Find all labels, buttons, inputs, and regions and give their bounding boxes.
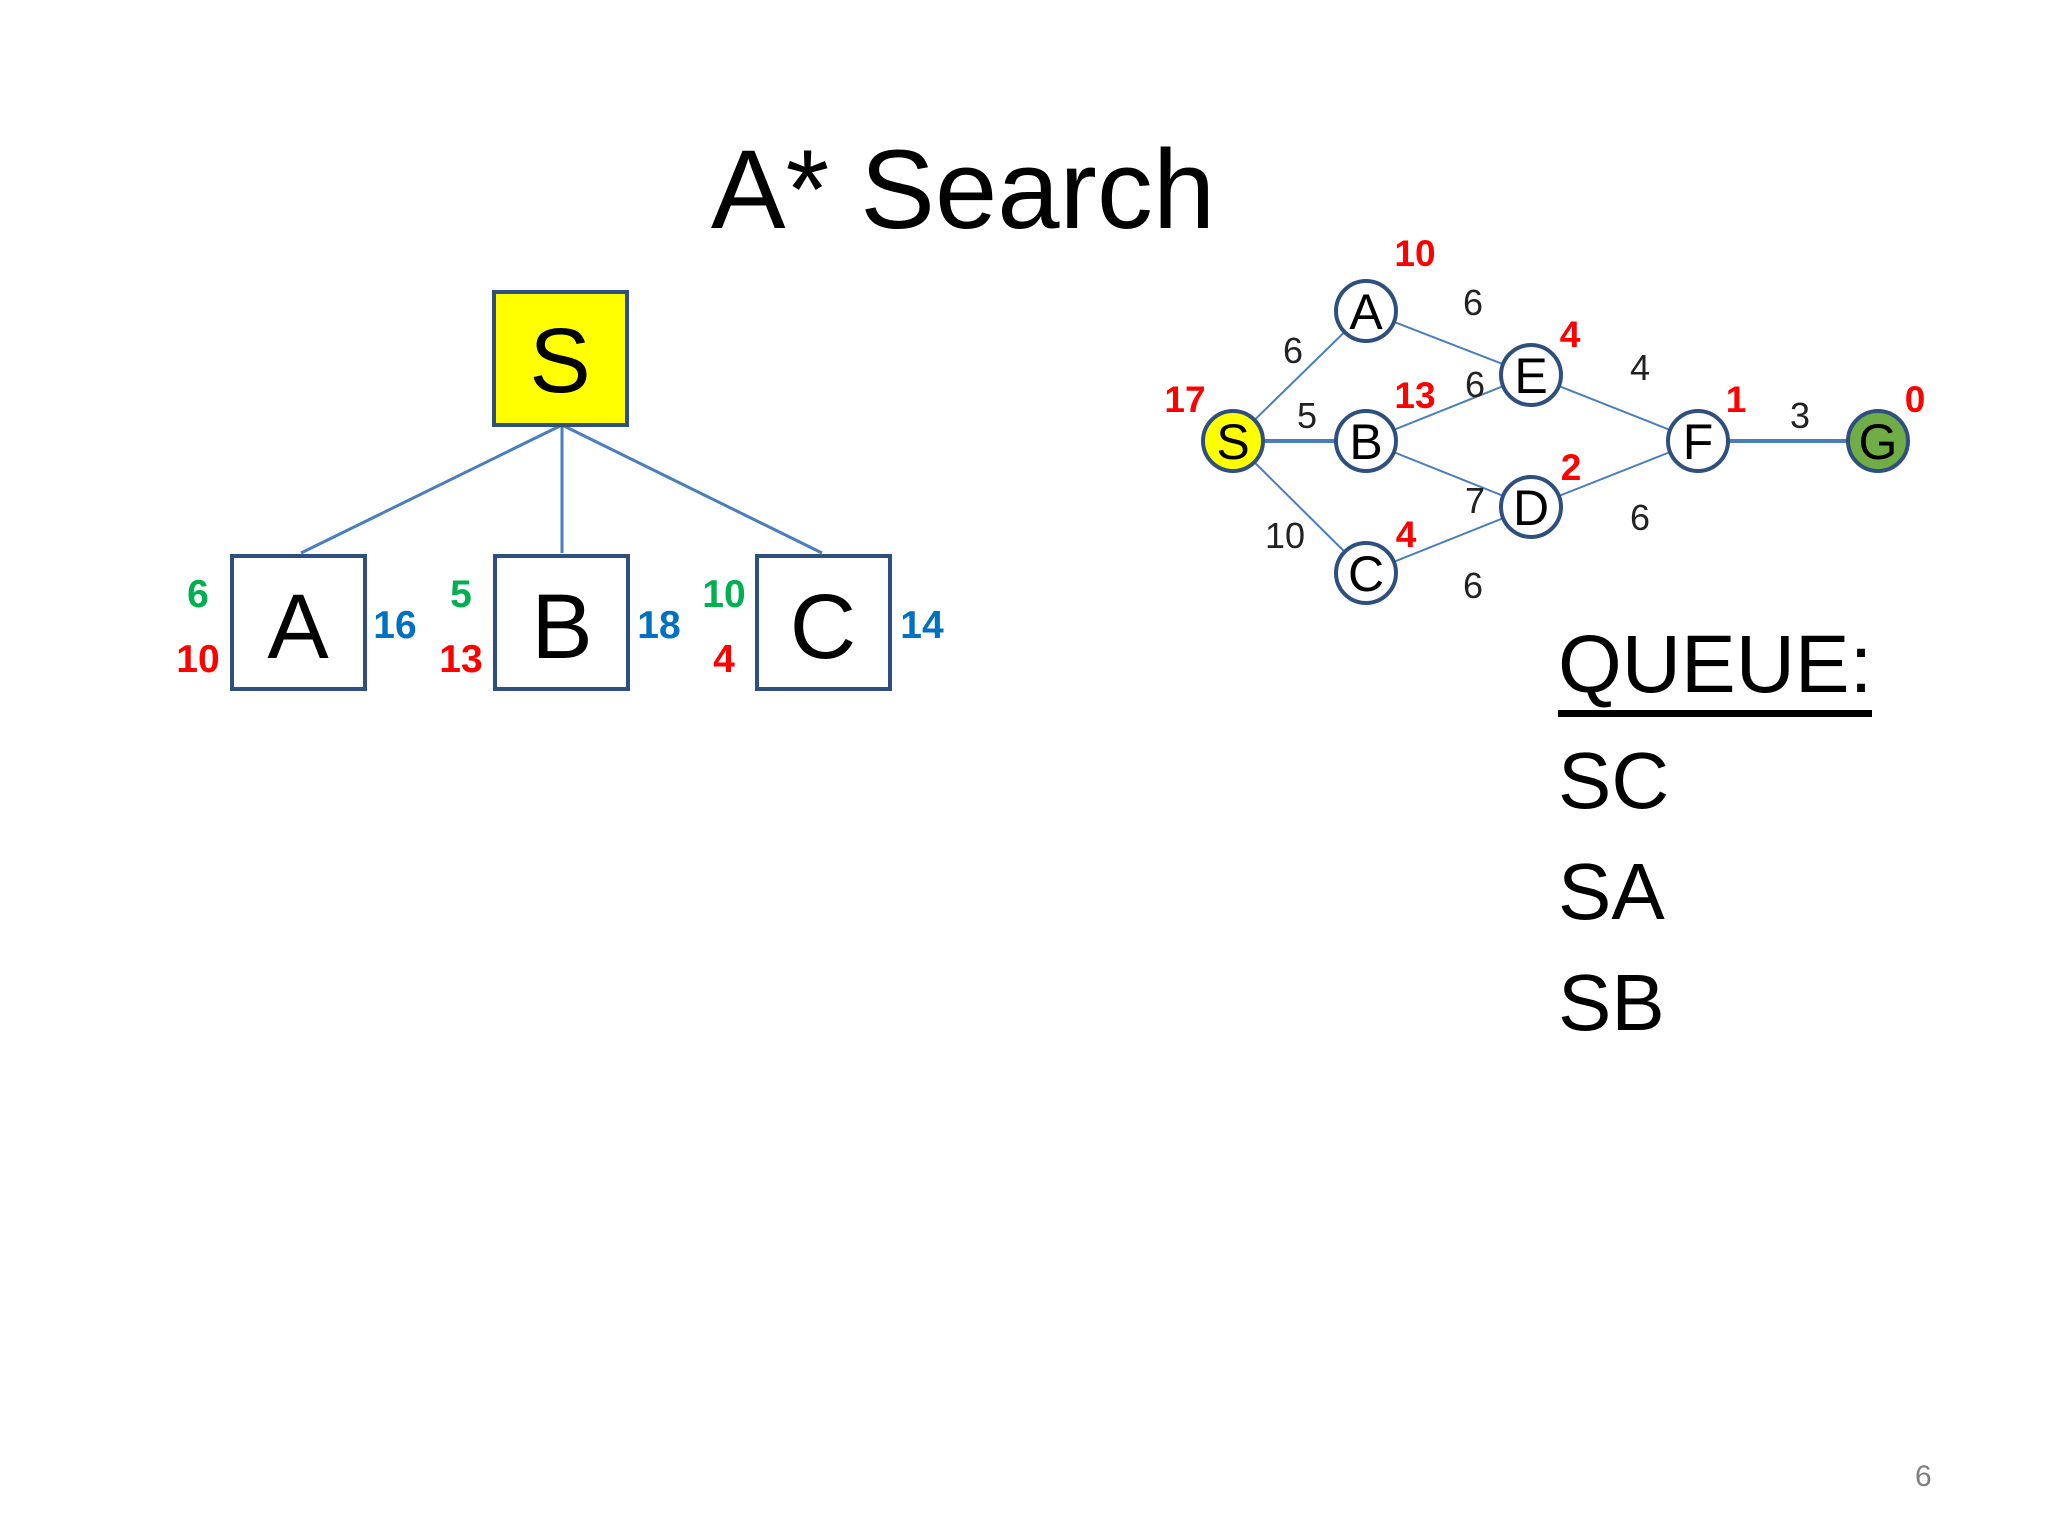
tree-node-a-f: 16	[373, 604, 416, 647]
graph-node-a	[1334, 279, 1398, 343]
tree-node-c-label: C	[790, 576, 856, 678]
graph-edge-c-d-weight: 6	[1463, 565, 1483, 606]
queue-item: SB	[1558, 958, 1665, 1048]
graph-node-e-heuristic: 4	[1560, 314, 1581, 355]
graph-edge-s-b-weight: 5	[1297, 395, 1317, 436]
tree-node-c-g: 10	[702, 573, 745, 616]
tree-node-b-g: 5	[450, 573, 472, 616]
graph-node-g-heuristic: 0	[1905, 379, 1926, 420]
tree-node-s-label: S	[529, 310, 590, 412]
graph-edge-b-d-weight: 7	[1465, 480, 1485, 521]
queue-title: QUEUE:	[1558, 621, 1873, 718]
graph-edge-b-e-weight: 6	[1465, 364, 1485, 405]
graph-node-b	[1334, 409, 1398, 473]
graph-node-b-heuristic: 13	[1394, 375, 1435, 416]
graph-node-a-heuristic: 10	[1394, 233, 1435, 274]
graph-node-e	[1499, 343, 1563, 407]
graph-edge-e-f-weight: 4	[1630, 347, 1650, 388]
graph-edge-s-a-weight: 6	[1283, 330, 1303, 371]
graph-node-f-heuristic: 1	[1726, 379, 1747, 420]
tree-edge-s-a	[300, 423, 563, 555]
graph-node-c	[1334, 541, 1398, 605]
queue-item: SC	[1558, 736, 1670, 826]
graph-node-e-label: E	[1514, 348, 1547, 404]
graph-edge-f-g-weight: 3	[1790, 395, 1810, 436]
graph-node-g-label: G	[1859, 414, 1898, 470]
tree-node-c-f: 14	[900, 604, 944, 647]
tree-node-b-label: B	[531, 576, 592, 678]
graph-node-g	[1846, 409, 1910, 473]
graph-node-s	[1201, 409, 1265, 473]
tree-node-c	[755, 554, 892, 691]
tree-node-a-g: 6	[187, 573, 209, 616]
graph-node-s-heuristic: 17	[1164, 379, 1205, 420]
tree-node-a	[230, 554, 367, 691]
graph-node-s-label: S	[1216, 414, 1249, 470]
graph-node-d-label: D	[1513, 480, 1549, 536]
graph-edge-d-f-weight: 6	[1630, 497, 1650, 538]
graph-node-c-label: C	[1348, 546, 1384, 602]
tree-node-s	[492, 290, 629, 427]
graph-node-d-heuristic: 2	[1561, 447, 1582, 488]
tree-node-a-h: 10	[176, 638, 219, 681]
tree-node-c-h: 4	[713, 638, 735, 681]
page-number: 6	[1915, 1460, 1932, 1493]
tree-edge-s-c	[561, 423, 823, 555]
graph-node-d	[1499, 475, 1563, 539]
tree-node-b	[493, 554, 630, 691]
tree-node-a-label: A	[267, 576, 329, 678]
slide-title: A* Search	[710, 127, 1216, 252]
graph-node-b-label: B	[1349, 414, 1382, 470]
tree-node-b-f: 18	[637, 604, 680, 647]
graph-node-f	[1666, 409, 1730, 473]
queue-list: SC SA SB	[1558, 725, 1872, 1058]
queue-panel: QUEUE: SC SA SB	[1558, 621, 1873, 1058]
graph-node-a-label: A	[1349, 284, 1383, 340]
graph-edge-s-c-weight: 10	[1265, 515, 1305, 556]
tree-node-b-h: 13	[439, 638, 482, 681]
graph-edge-a-e-weight: 6	[1463, 282, 1483, 323]
queue-item: SA	[1558, 847, 1665, 937]
graph-node-f-label: F	[1683, 414, 1714, 470]
graph-node-c-heuristic: 4	[1396, 514, 1417, 555]
